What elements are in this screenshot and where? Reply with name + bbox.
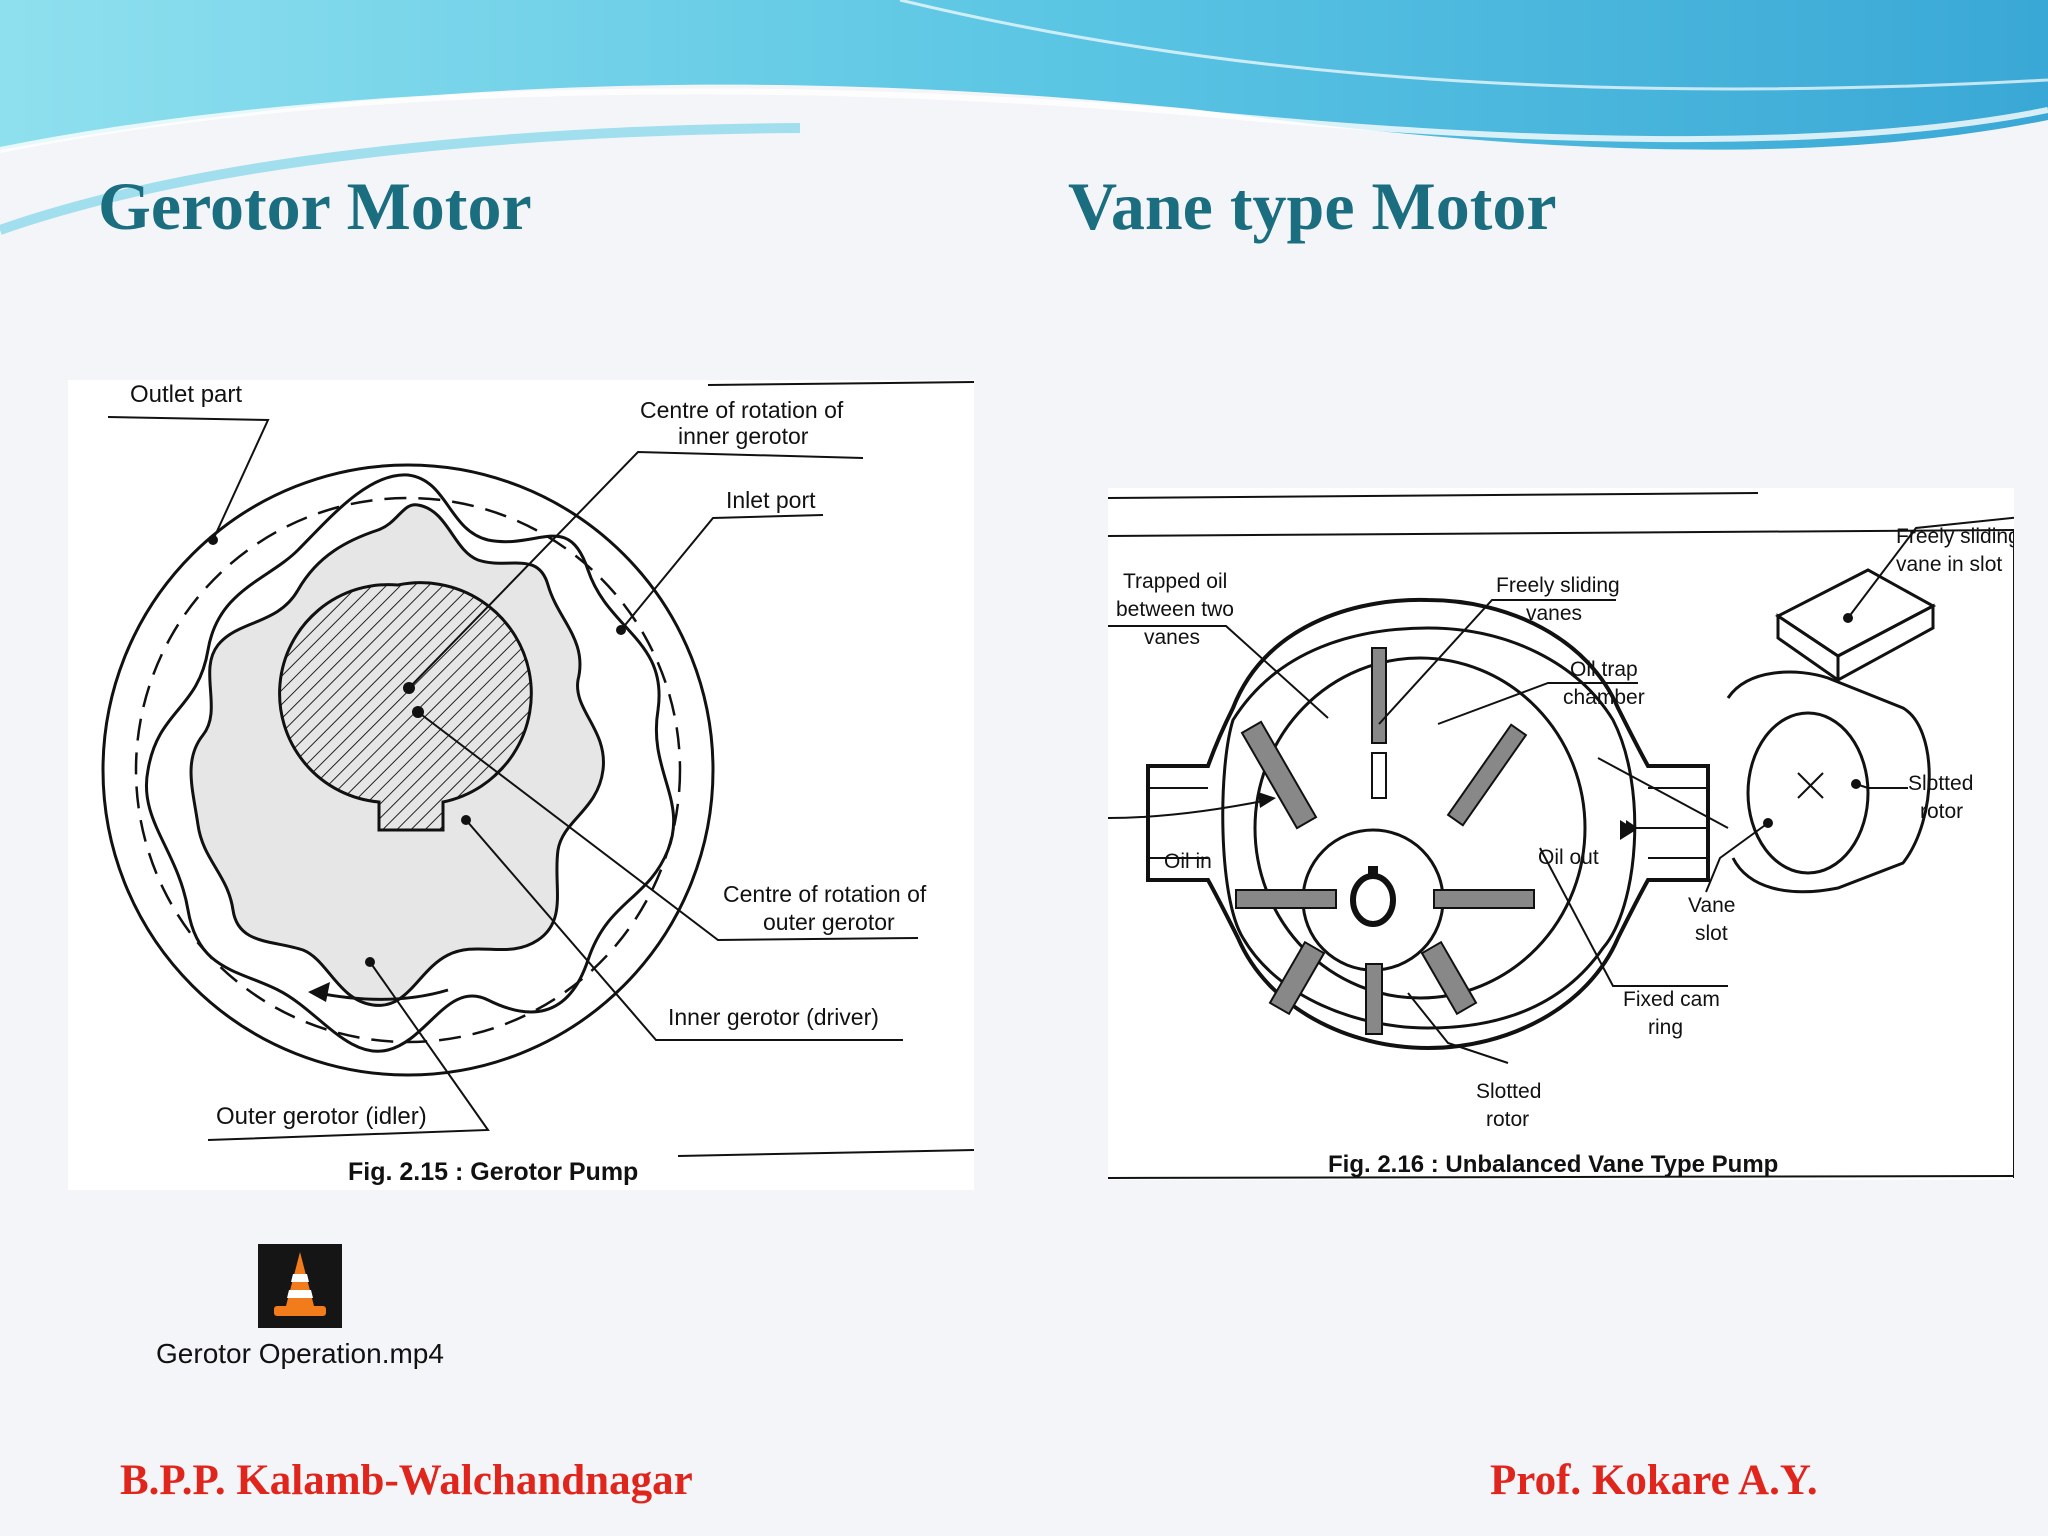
vane-pump-figure: Trapped oil between two vanes Freely sli…: [1108, 488, 2014, 1180]
label-trapped-oil-line3: vanes: [1144, 626, 1200, 649]
header-wave-decoration: [0, 0, 2048, 235]
label-slotted-rotor-right-line1: Slotted: [1908, 772, 1973, 795]
vane-figure-caption: Fig. 2.16 : Unbalanced Vane Type Pump: [1328, 1151, 1778, 1178]
footer-author: Prof. Kokare A.Y.: [1490, 1457, 1818, 1504]
label-trapped-oil-line2: between two: [1116, 598, 1234, 621]
gerotor-pump-diagram: Outlet part Centre of rotation of inner …: [101, 381, 974, 1186]
label-vane-slot-line1: Vane: [1688, 894, 1736, 917]
label-inlet-port: Inlet port: [726, 487, 816, 513]
label-centre-outer-line2: outer gerotor: [763, 909, 895, 935]
label-slotted-rotor-bottom-line2: rotor: [1486, 1108, 1529, 1131]
gerotor-motor-title: Gerotor Motor: [98, 168, 532, 244]
label-centre-inner-line2: inner gerotor: [678, 423, 809, 449]
gerotor-figure-caption: Fig. 2.15 : Gerotor Pump: [348, 1158, 638, 1186]
vane-motor-title: Vane type Motor: [1068, 168, 1557, 244]
vlc-cone-icon[interactable]: [258, 1244, 342, 1328]
label-oil-trap-line1: Oil trap: [1570, 658, 1638, 681]
video-filename-label[interactable]: Gerotor Operation.mp4: [156, 1338, 444, 1369]
label-fixed-cam-line2: ring: [1648, 1016, 1683, 1039]
embedded-video-file[interactable]: Gerotor Operation.mp4: [140, 1244, 460, 1370]
label-centre-inner-line1: Centre of rotation of: [640, 397, 844, 423]
footer-institution: B.P.P. Kalamb-Walchandnagar: [120, 1457, 693, 1504]
label-outer-gerotor-idler: Outer gerotor (idler): [216, 1103, 427, 1130]
label-inner-gerotor-driver: Inner gerotor (driver): [668, 1004, 879, 1030]
label-freely-sliding-vanes-line1: Freely sliding: [1496, 574, 1620, 597]
outer-gerotor-shape: [145, 473, 676, 1053]
label-slotted-rotor-right-line2: rotor: [1920, 800, 1963, 823]
label-slotted-rotor-bottom-line1: Slotted: [1476, 1080, 1541, 1103]
drive-shaft-hatched: [278, 581, 533, 832]
label-oil-in: Oil in: [1164, 850, 1212, 873]
vane-pump-diagram: Trapped oil between two vanes Freely sli…: [1108, 492, 2014, 1179]
label-vane-slot-line2: slot: [1695, 922, 1728, 945]
label-oil-trap-line2: chamber: [1563, 686, 1645, 709]
label-fixed-cam-line1: Fixed cam: [1623, 988, 1720, 1011]
label-freely-sliding-vanes-line2: vanes: [1526, 602, 1582, 625]
label-freely-sliding-slot-line1: Freely sliding: [1896, 525, 2014, 548]
gerotor-pump-figure: Outlet part Centre of rotation of inner …: [68, 380, 974, 1190]
label-oil-out: Oil out: [1538, 846, 1599, 869]
label-outlet-part: Outlet part: [130, 381, 242, 408]
label-freely-sliding-slot-line2: vane in slot: [1896, 553, 2002, 576]
label-trapped-oil-line1: Trapped oil: [1123, 570, 1227, 593]
label-centre-outer-line1: Centre of rotation of: [723, 881, 927, 907]
